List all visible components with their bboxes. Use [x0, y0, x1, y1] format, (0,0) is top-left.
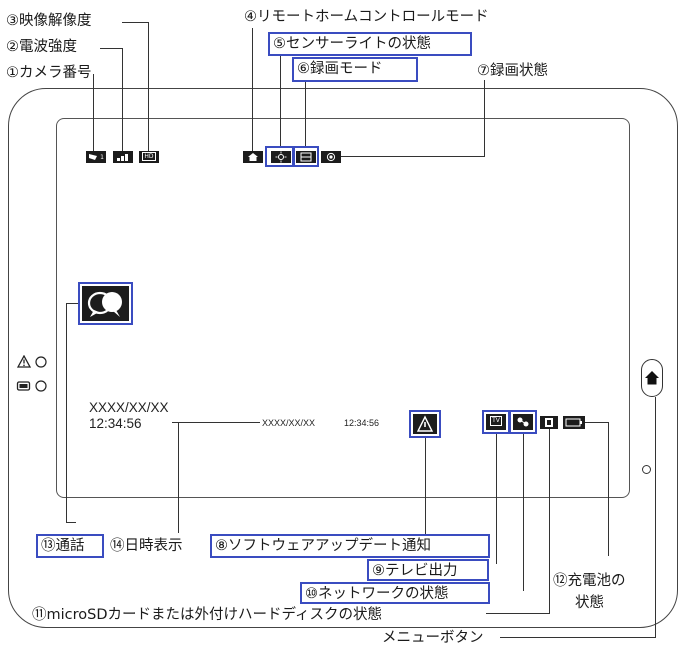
monitor-device-outline: [8, 88, 678, 628]
leader-line: [305, 82, 307, 146]
charge-indicator: [16, 378, 50, 392]
label-software-update-box: [210, 534, 490, 558]
leader-line: [178, 422, 180, 533]
home-button-icon: [645, 371, 659, 385]
label-network-box: [300, 582, 490, 604]
label-tv-output: ⑨テレビ出力: [372, 563, 458, 579]
label-record-state: ⑦録画状態: [477, 63, 548, 79]
leader-line: [93, 74, 95, 151]
leader-line: [148, 22, 150, 151]
label-signal-strength: ②電波強度: [6, 39, 77, 55]
tv-icon-highlight: [482, 410, 510, 434]
sensor-light-highlight: [265, 146, 295, 167]
leader-line: [252, 28, 254, 151]
leader-line: [496, 434, 498, 564]
leader-line: [66, 303, 68, 523]
sd-card-icon: [540, 416, 558, 429]
camera-icon: 1: [86, 151, 106, 163]
record-mode-highlight: [292, 146, 319, 167]
leader-line: [655, 397, 657, 638]
home-icon: [243, 151, 263, 163]
label-menu-button: メニューボタン: [382, 630, 484, 646]
label-battery-line2: 状態: [575, 595, 604, 611]
leader-line: [122, 22, 148, 24]
label-resolution: ③映像解像度: [6, 13, 92, 29]
label-camera-number: ①カメラ番号: [6, 65, 92, 81]
leader-line: [585, 422, 609, 424]
update-icon-highlight: [409, 410, 441, 438]
time-display-small: 12:34:56: [344, 418, 380, 428]
network-icon: [513, 414, 533, 430]
warning-indicator: [16, 354, 50, 368]
signal-strength-icon: [113, 151, 133, 163]
leader-line: [122, 48, 124, 151]
date-display-large: XXXX/XX/XX: [89, 400, 169, 415]
tv-badge-text: TV: [490, 416, 502, 426]
small-led: [642, 465, 651, 474]
leader-line: [549, 429, 551, 614]
network-icon-highlight: [509, 410, 537, 434]
menu-home-button[interactable]: [641, 359, 663, 397]
charge-icon: [16, 380, 47, 392]
sensor-light-icon: [271, 151, 291, 163]
leader-line: [280, 56, 282, 146]
speech-bubbles-icon[interactable]: [82, 286, 129, 321]
label-tv-output-box: [367, 559, 489, 581]
label-remote-home-control: ④リモートホームコントロールモード: [244, 9, 489, 25]
leader-line: [172, 422, 260, 424]
leader-line: [523, 434, 525, 591]
label-datetime: ⑭日時表示: [110, 538, 183, 554]
label-sensor-light-box: [268, 32, 472, 56]
date-display-small: XXXX/XX/XX: [262, 418, 316, 428]
hd-badge-text: HD: [142, 152, 156, 161]
tv-output-icon: TV: [486, 414, 506, 430]
warning-icon: [16, 354, 47, 368]
leader-line: [500, 637, 656, 639]
leader-line: [484, 80, 486, 156]
label-record-mode: ⑥録画モード: [297, 61, 383, 77]
update-notice-icon: [413, 414, 437, 434]
label-sensor-light: ⑤センサーライトの状態: [273, 36, 431, 52]
record-mode-icon: [296, 151, 316, 163]
leader-line: [66, 303, 78, 305]
label-storage: ⑪microSDカードまたは外付けハードディスクの状態: [32, 607, 382, 623]
leader-line: [341, 156, 485, 158]
leader-line: [100, 48, 122, 50]
label-battery-line1: ⑫充電池の: [553, 573, 626, 589]
hd-resolution-icon: HD: [139, 151, 159, 163]
monitor-screen: [56, 118, 630, 498]
battery-icon: [563, 416, 585, 429]
leader-line: [486, 613, 550, 615]
label-talk-box: [36, 534, 104, 558]
camera-number-sub: 1: [100, 154, 104, 161]
label-software-update: ⑧ソフトウェアアップデート通知: [215, 538, 431, 554]
label-network: ⑩ネットワークの状態: [305, 586, 449, 602]
label-record-mode-box: [292, 57, 418, 82]
leader-line: [608, 422, 610, 556]
label-talk: ⑬通話: [41, 538, 85, 554]
leader-line: [66, 522, 76, 524]
leader-line: [425, 438, 427, 536]
time-display-large: 12:34:56: [89, 416, 142, 431]
record-state-icon: [321, 151, 341, 163]
talk-icon-highlight: [78, 282, 133, 325]
